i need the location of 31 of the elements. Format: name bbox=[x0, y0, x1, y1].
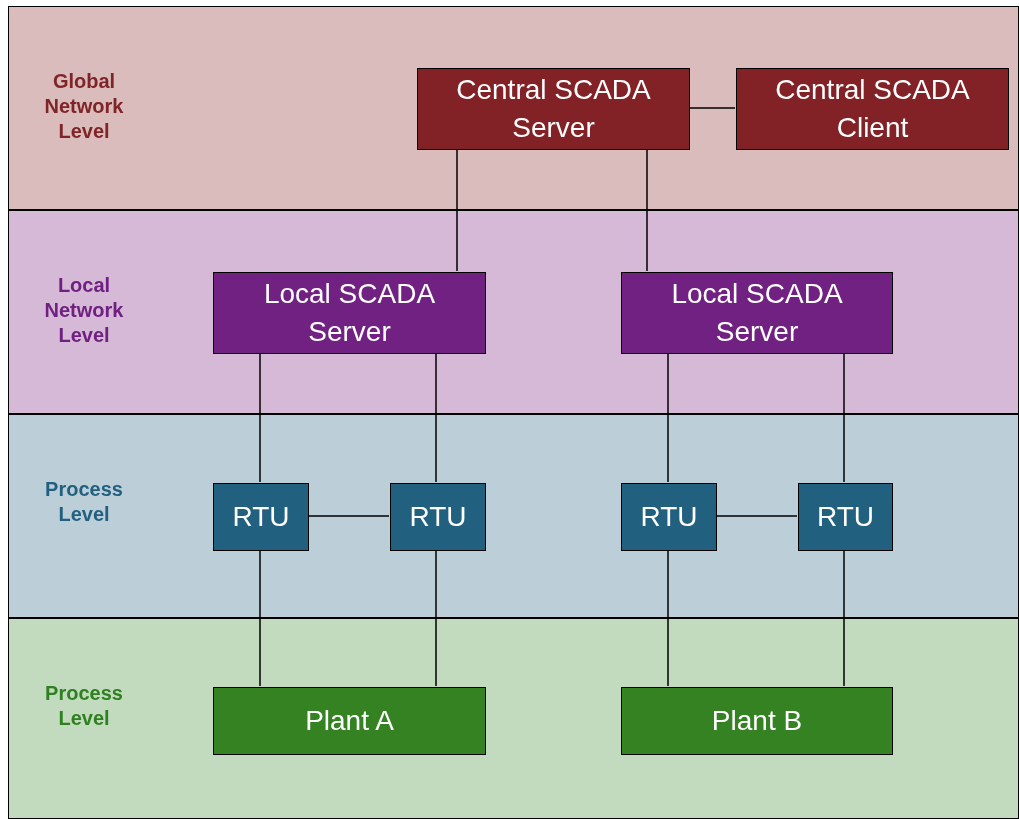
system-box: Central SCADA Client bbox=[736, 68, 1009, 150]
connector-line bbox=[843, 549, 845, 687]
system-box: Plant B bbox=[621, 687, 893, 755]
connector-line bbox=[435, 352, 437, 483]
system-box: Plant A bbox=[213, 687, 486, 755]
level-label: Global Network Level bbox=[43, 69, 125, 144]
connector-line bbox=[843, 352, 845, 483]
connector-line bbox=[435, 549, 437, 687]
connector-line bbox=[259, 352, 261, 483]
level-band bbox=[8, 6, 1019, 210]
connector-line bbox=[667, 352, 669, 483]
level-band bbox=[8, 210, 1019, 414]
level-band bbox=[8, 618, 1019, 819]
connector-line bbox=[456, 148, 458, 272]
connector-line bbox=[688, 107, 736, 109]
connector-line bbox=[715, 515, 798, 517]
system-box: RTU bbox=[621, 483, 717, 551]
system-box: RTU bbox=[390, 483, 486, 551]
level-band bbox=[8, 414, 1019, 618]
level-label: Local Network Level bbox=[43, 273, 125, 348]
system-box: Local SCADA Server bbox=[621, 272, 893, 354]
level-label: Process Level bbox=[44, 681, 124, 731]
level-label: Process Level bbox=[44, 477, 124, 527]
system-box: Local SCADA Server bbox=[213, 272, 486, 354]
system-box: RTU bbox=[798, 483, 893, 551]
connector-line bbox=[646, 148, 648, 272]
connector-line bbox=[667, 549, 669, 687]
system-box: Central SCADA Server bbox=[417, 68, 690, 150]
system-box: RTU bbox=[213, 483, 309, 551]
connector-line bbox=[259, 549, 261, 687]
connector-line bbox=[307, 515, 390, 517]
